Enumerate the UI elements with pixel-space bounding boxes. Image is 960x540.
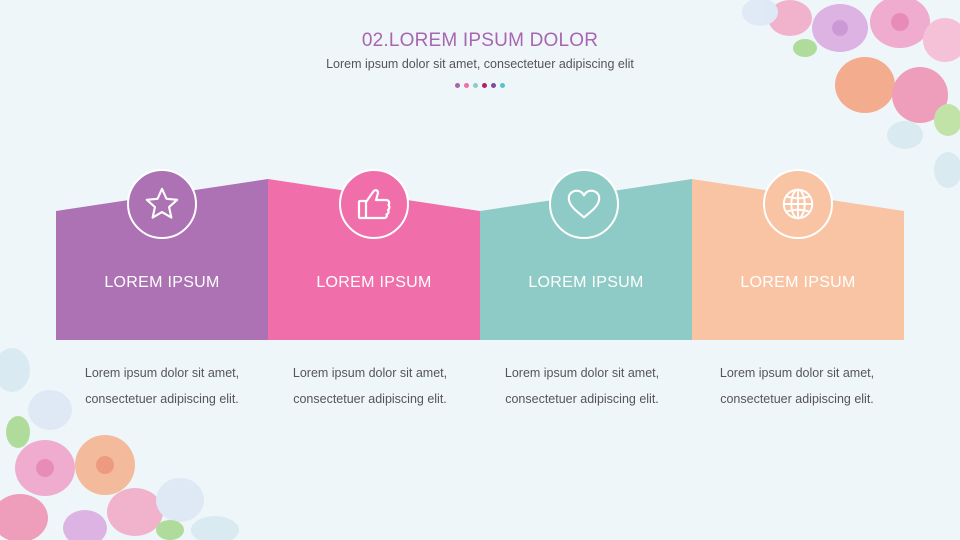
card-4-panel bbox=[692, 179, 904, 340]
card-3-icon-circle bbox=[549, 169, 619, 239]
card-1-description: Lorem ipsum dolor sit amet, consectetuer… bbox=[56, 360, 268, 412]
dot-4 bbox=[482, 83, 487, 88]
dot-2 bbox=[464, 83, 469, 88]
card-1-description-line-1: Lorem ipsum dolor sit amet, bbox=[84, 366, 240, 380]
floral-decoration-bottom-left bbox=[0, 348, 239, 540]
card-4-description: Lorem ipsum dolor sit amet, consectetuer… bbox=[691, 360, 903, 412]
card-4-label: LOREM IPSUM bbox=[740, 274, 856, 291]
dot-3 bbox=[473, 83, 478, 88]
globe-icon bbox=[782, 188, 814, 220]
card-1-icon-circle bbox=[127, 169, 197, 239]
card-1-description-line-2: consectetuer adipiscing elit. bbox=[85, 392, 239, 406]
star-icon bbox=[145, 187, 179, 219]
dot-5 bbox=[491, 83, 496, 88]
card-4-description-line-1: Lorem ipsum dolor sit amet, bbox=[719, 366, 875, 380]
card-2-label: LOREM IPSUM bbox=[316, 274, 432, 291]
card-4-icon-circle bbox=[763, 169, 833, 239]
card-1-panel bbox=[56, 179, 268, 340]
card-4-description-line-2: consectetuer adipiscing elit. bbox=[720, 392, 874, 406]
card-2-description-line-2: consectetuer adipiscing elit. bbox=[293, 392, 447, 406]
decorative-dots bbox=[0, 83, 960, 88]
card-1-label: LOREM IPSUM bbox=[104, 274, 220, 291]
card-2-icon-circle bbox=[339, 169, 409, 239]
card-3-description-line-1: Lorem ipsum dolor sit amet, bbox=[504, 366, 660, 380]
dot-1 bbox=[455, 83, 460, 88]
card-3-description-line-2: consectetuer adipiscing elit. bbox=[505, 392, 659, 406]
floral-decoration-top-right bbox=[742, 0, 960, 188]
dot-6 bbox=[500, 83, 505, 88]
card-3-label: LOREM IPSUM bbox=[528, 274, 644, 291]
heart-icon bbox=[567, 189, 601, 219]
card-3-panel bbox=[480, 179, 692, 340]
card-2-description-line-1: Lorem ipsum dolor sit amet, bbox=[292, 366, 448, 380]
card-3-description: Lorem ipsum dolor sit amet, consectetuer… bbox=[476, 360, 688, 412]
slide-subtitle: Lorem ipsum dolor sit amet, consectetuer… bbox=[326, 57, 634, 71]
thumbs-up-icon bbox=[357, 189, 391, 220]
card-2-panel bbox=[268, 179, 480, 340]
slide-title: 02.LOREM IPSUM DOLOR bbox=[361, 30, 599, 51]
card-2-description: Lorem ipsum dolor sit amet, consectetuer… bbox=[264, 360, 476, 412]
